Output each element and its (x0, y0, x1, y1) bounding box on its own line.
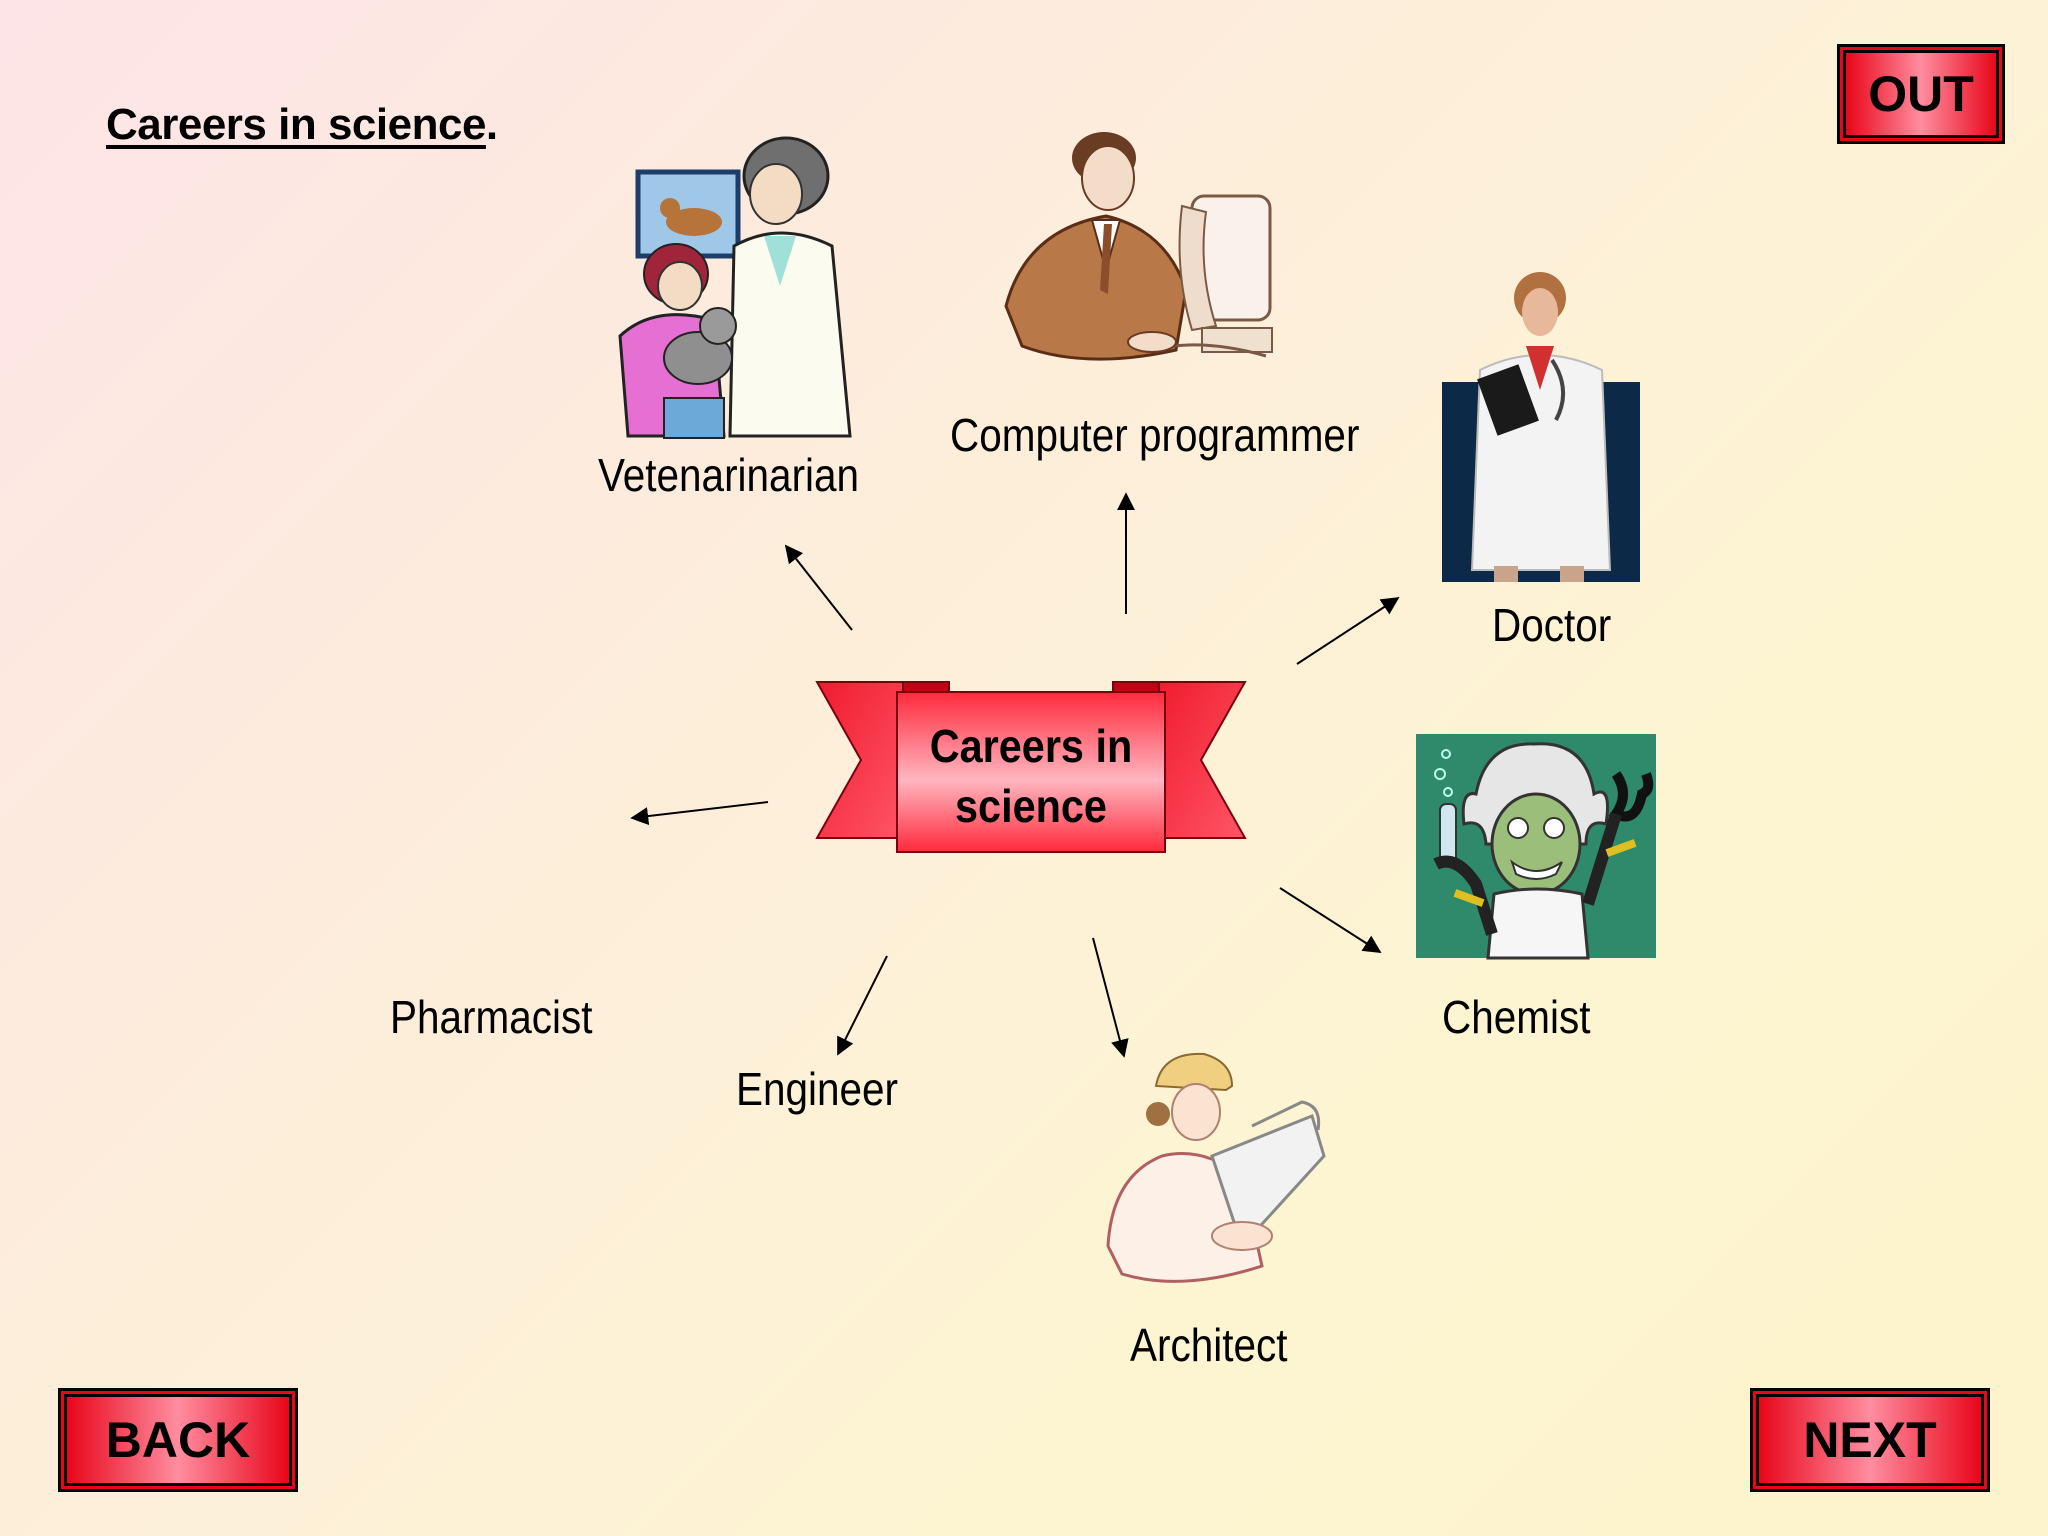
doctor-illustration (1442, 270, 1640, 582)
architect-illustration (1092, 1046, 1332, 1296)
chemist-icon (1416, 734, 1656, 960)
page-title: Careers in science. (106, 100, 498, 149)
arrow-pharmacist (630, 801, 769, 826)
label-doctor: Doctor (1492, 599, 1612, 651)
next-button[interactable]: NEXT (1756, 1394, 1984, 1486)
computer-programmer-icon (1004, 132, 1273, 361)
chemist-illustration (1416, 734, 1656, 960)
center-banner: Careers in science (815, 678, 1247, 856)
label-programmer: Computer programmer (950, 409, 1360, 461)
label-architect: Architect (1130, 1319, 1288, 1371)
label-chemist: Chemist (1442, 991, 1591, 1043)
arrow-architect (1092, 937, 1129, 1058)
arrow-chemist (1279, 887, 1382, 953)
banner-line-1: Careers in (929, 720, 1133, 772)
out-button[interactable]: OUT (1843, 50, 1999, 138)
veterinarian-illustration (614, 136, 854, 442)
architect-icon (1106, 1052, 1326, 1283)
banner-line-2: science (955, 780, 1107, 832)
arrow-engineer (837, 955, 888, 1056)
label-veterinarian: Vetenarinarian (598, 449, 860, 501)
programmer-illustration (996, 120, 1280, 390)
banner-ribbon-icon (815, 681, 1247, 853)
label-pharmacist: Pharmacist (390, 991, 593, 1043)
back-button[interactable]: BACK (64, 1394, 292, 1486)
doctor-icon (1442, 272, 1640, 582)
label-engineer: Engineer (736, 1063, 899, 1115)
arrow-veterinarian (784, 544, 853, 631)
arrow-doctor (1296, 597, 1400, 665)
veterinarian-icon (618, 136, 852, 439)
